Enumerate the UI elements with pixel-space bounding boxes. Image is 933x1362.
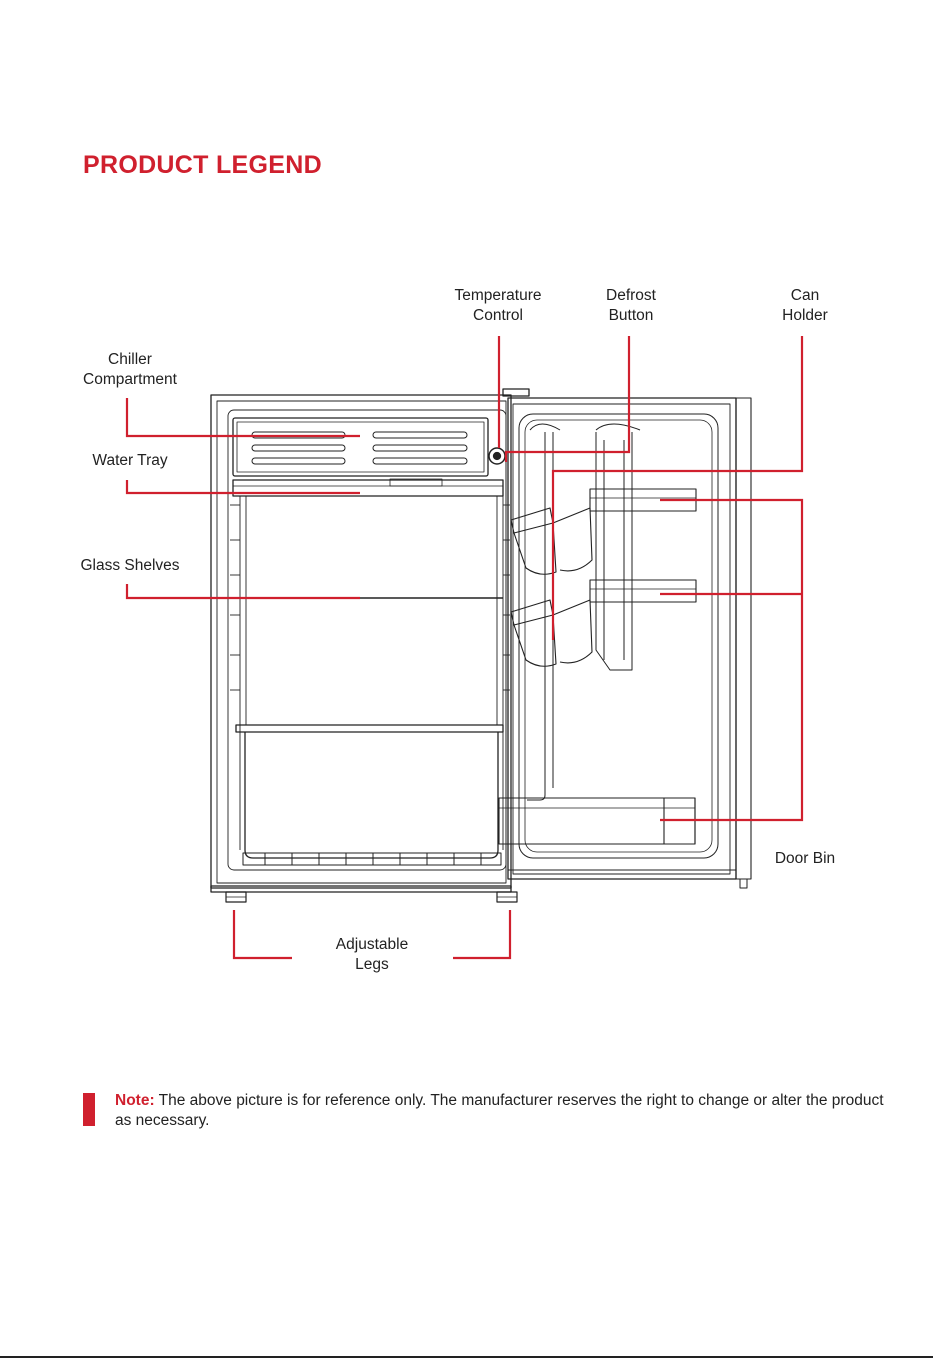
can-holder-rails: [527, 424, 640, 800]
bottom-rule: [0, 1356, 933, 1358]
label-can-holder: Can Holder: [782, 286, 828, 326]
adjustable-leg-right: [497, 892, 517, 902]
leader-glass-shelves: [127, 584, 360, 598]
adjustable-leg-left: [226, 892, 246, 902]
note-text: Note: The above picture is for reference…: [115, 1091, 895, 1131]
door-shelf-bars: [590, 489, 696, 602]
crisper-bin: [245, 732, 498, 858]
label-adjustable-legs: Adjustable Legs: [336, 935, 408, 975]
label-defrost-button: Defrost Button: [606, 286, 656, 326]
label-temperature-control: Temperature Control: [454, 286, 541, 326]
label-door-bin: Door Bin: [775, 849, 835, 869]
fridge-drawing: [211, 389, 751, 902]
note-accent-bar: [83, 1093, 95, 1126]
leader-defrost-button: [506, 336, 629, 462]
cabinet-outline: [211, 395, 511, 888]
label-water-tray: Water Tray: [92, 451, 167, 471]
chiller-compartment: [233, 418, 488, 476]
door-liner: [519, 414, 718, 858]
glass-shelf-lower: [236, 725, 503, 732]
leader-water-tray: [127, 480, 360, 493]
can-holder-shapes: [511, 508, 592, 666]
temperature-dial-icon: [489, 448, 505, 464]
label-glass-shelves: Glass Shelves: [80, 556, 179, 576]
cabinet-base: [211, 886, 511, 892]
leader-door-bin: [660, 500, 802, 820]
label-chiller-compartment: Chiller Compartment: [83, 350, 177, 390]
bottom-feet-row: [243, 853, 501, 865]
leader-chiller-compartment: [127, 398, 360, 436]
note-body: The above picture is for reference only.…: [115, 1092, 884, 1129]
note-key: Note:: [115, 1092, 155, 1109]
